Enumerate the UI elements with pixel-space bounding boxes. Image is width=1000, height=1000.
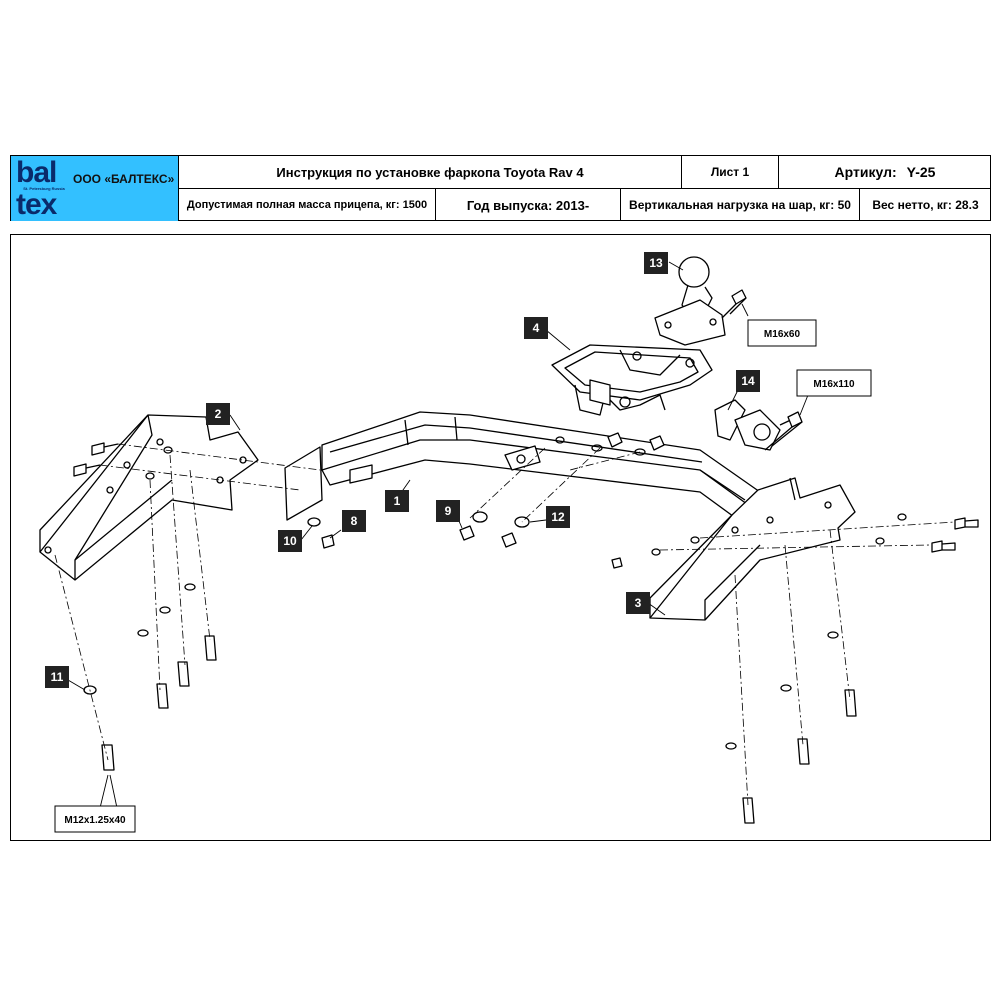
callout-m16x110-text: M16x110 (813, 379, 855, 390)
logo-word-bottom: tex (16, 188, 57, 221)
part-label-12: 12 (546, 506, 570, 528)
svg-text:10: 10 (283, 534, 297, 548)
divider (778, 156, 779, 189)
svg-text:1: 1 (394, 494, 401, 508)
right-bracket (649, 477, 856, 621)
title-block: bal St. Petersburg Russia tex ООО «БАЛТЕ… (10, 155, 991, 221)
article-label: Артикул: (834, 164, 897, 180)
net-weight: Вес нетто, кг: 28.3 (872, 198, 979, 212)
leader-lines (67, 261, 809, 809)
right-side-bolts (611, 513, 979, 569)
left-bracket (39, 414, 259, 581)
svg-text:8: 8 (351, 514, 358, 528)
assembly-lines (54, 443, 956, 806)
divider (435, 188, 436, 221)
part-label-10: 10 (278, 530, 302, 552)
company-name: ООО «БАЛТЕКС» (73, 172, 175, 186)
divider (178, 188, 991, 189)
socket-bracket (714, 399, 796, 451)
divider (859, 188, 860, 221)
divider (620, 188, 621, 221)
bolt-m16x110 (764, 411, 803, 451)
callout-m16x60-text: M16x60 (764, 329, 801, 340)
tow-ball (654, 256, 726, 346)
fastener-12 (501, 516, 530, 548)
callout-m16x60: M16x60 (747, 319, 817, 347)
svg-text:2: 2 (215, 407, 222, 421)
part-label-13: 13 (644, 252, 668, 274)
baltex-logo: bal St. Petersburg Russia tex (12, 157, 76, 220)
svg-text:4: 4 (533, 321, 540, 335)
production-year: Год выпуска: 2013- (466, 197, 590, 213)
svg-text:13: 13 (649, 256, 663, 270)
part-label-9: 9 (436, 500, 460, 522)
callout-m16x110: M16x110 (796, 369, 872, 397)
max-trailer-mass: Допустимая полная масса прицепа, кг: 150… (186, 199, 428, 211)
main-crossbar (284, 411, 761, 531)
part-label-11: 11 (45, 666, 69, 688)
divider (681, 156, 682, 189)
part-label-4: 4 (524, 317, 548, 339)
article-value: Y-25 (906, 164, 936, 180)
fastener-9 (459, 511, 488, 541)
drawing-frame (10, 234, 991, 841)
svg-text:3: 3 (635, 596, 642, 610)
svg-text:14: 14 (741, 374, 755, 388)
callout-m12: M12x1.25x40 (54, 805, 136, 833)
logo-background (11, 156, 179, 221)
svg-text:12: 12 (551, 510, 565, 524)
logo-word-top: bal (16, 156, 57, 189)
part-label-2: 2 (206, 403, 230, 425)
callout-m12-text: M12x1.25x40 (64, 815, 126, 826)
ball-mount-plate (551, 344, 713, 416)
document-title: Инструкция по установке фаркопа Toyota R… (276, 164, 584, 180)
sheet-number: Лист 1 (710, 165, 750, 179)
crossbar-nuts (555, 432, 665, 456)
left-side-bolts (73, 442, 173, 480)
part-label-1: 1 (385, 490, 409, 512)
fastener-8-10 (307, 517, 335, 549)
part-label-3: 3 (626, 592, 650, 614)
bolt-m16x60 (721, 289, 747, 319)
left-vertical-bolts (83, 583, 217, 771)
part-label-8: 8 (342, 510, 366, 532)
right-vertical-bolts (725, 631, 857, 824)
logo-tagline: St. Petersburg Russia (23, 186, 65, 191)
vertical-load: Вертикальная нагрузка на шар, кг: 50 (629, 198, 851, 212)
part-label-14: 14 (736, 370, 760, 392)
article-number: Артикул: Y-25 (779, 156, 991, 188)
svg-text:11: 11 (51, 670, 64, 684)
svg-text:9: 9 (445, 504, 452, 518)
